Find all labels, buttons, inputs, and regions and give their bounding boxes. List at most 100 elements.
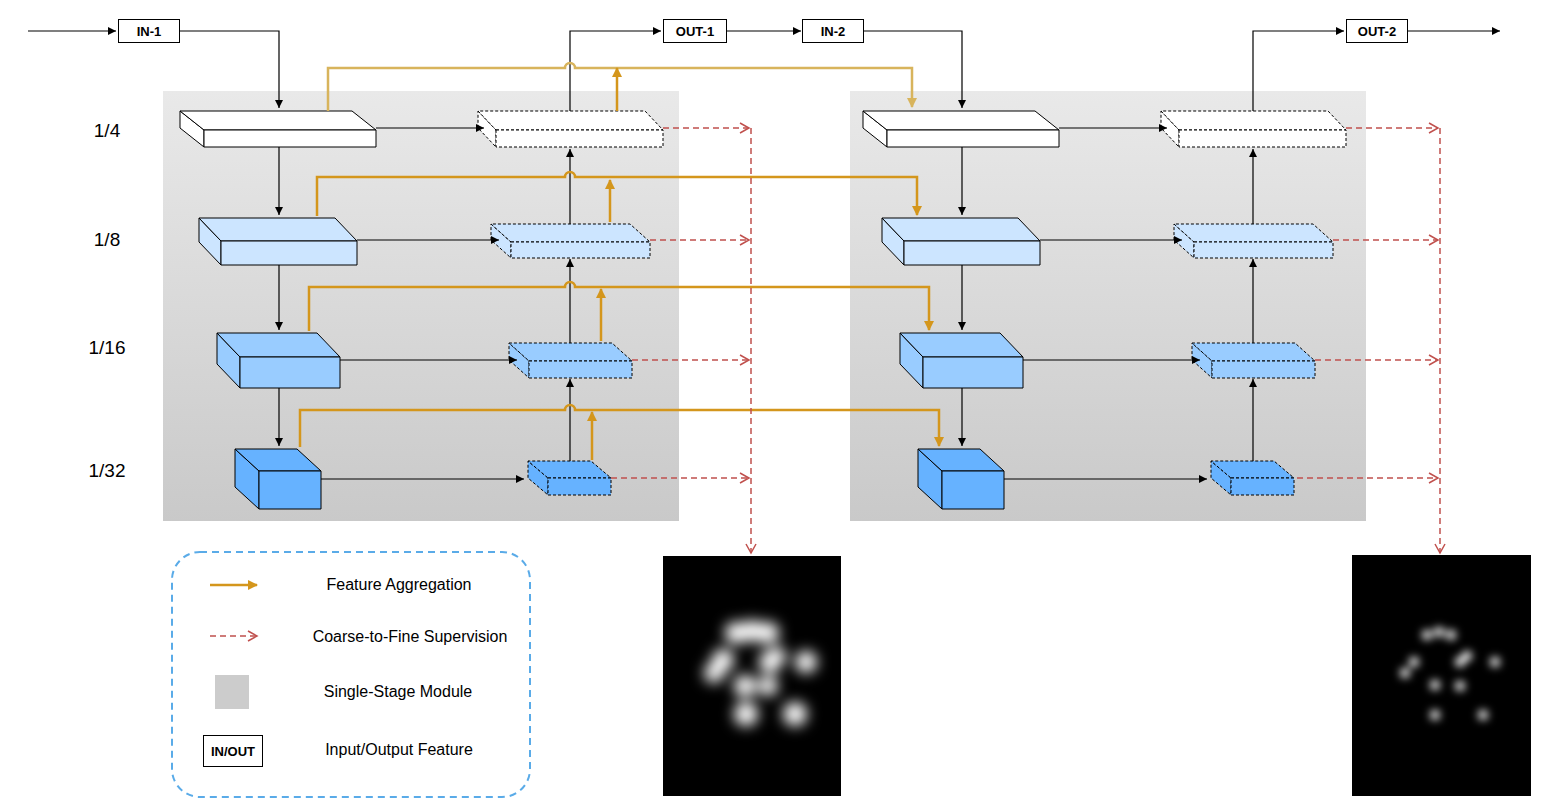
drawing-part xyxy=(321,478,524,479)
feature-block xyxy=(863,111,1059,130)
drawing-part xyxy=(750,128,752,553)
drawing-part xyxy=(570,31,661,111)
drawing-part xyxy=(210,635,257,637)
drawing-part xyxy=(300,63,939,460)
legend-swatch xyxy=(215,675,249,709)
feature-box: IN-2 xyxy=(802,19,864,43)
box-label: IN-1 xyxy=(137,24,162,39)
drawing-part xyxy=(1059,127,1167,128)
drawing-part xyxy=(376,127,484,128)
drawing-part xyxy=(609,180,612,222)
drawing-part xyxy=(611,477,749,479)
feature-block xyxy=(235,449,321,471)
drawing-part xyxy=(1352,555,1531,796)
drawing-part xyxy=(795,651,817,673)
drawing-part xyxy=(1252,379,1253,461)
drawing-part xyxy=(1253,31,1344,111)
feature-block xyxy=(900,333,1023,357)
drawing-part xyxy=(961,388,962,446)
box-label: OUT-1 xyxy=(676,24,714,39)
feature-block xyxy=(882,218,1040,241)
drawing-part xyxy=(1409,657,1419,667)
drawing-part xyxy=(1455,681,1465,691)
drawing-part xyxy=(1315,359,1438,361)
drawing-part xyxy=(600,289,603,341)
box-label: IN-2 xyxy=(821,24,846,39)
feature-box: IN-1 xyxy=(118,19,180,43)
legend-text: Coarse-to-Fine Supervision xyxy=(313,628,508,646)
drawing-part xyxy=(1023,359,1200,360)
feature-block xyxy=(529,361,632,378)
feature-block xyxy=(1174,224,1333,242)
feature-block xyxy=(1192,343,1315,361)
drawing-part xyxy=(172,552,530,797)
feature-block xyxy=(204,130,376,147)
feature-block xyxy=(478,111,663,130)
drawing-part xyxy=(340,359,517,360)
drawing-part xyxy=(704,620,817,726)
drawing-part xyxy=(28,30,116,31)
drawing-part xyxy=(650,239,749,241)
drawing-part xyxy=(1422,630,1432,640)
drawing-part xyxy=(734,702,758,726)
feature-block xyxy=(221,241,357,265)
drawing-part xyxy=(1333,239,1438,241)
drawing-part xyxy=(734,675,756,697)
drawing-part xyxy=(1252,259,1253,343)
feature-block xyxy=(1231,478,1294,495)
drawing-part xyxy=(1490,657,1500,667)
scale-label: 1/8 xyxy=(94,229,120,251)
drawing-part xyxy=(1439,128,1441,553)
drawing-part xyxy=(1430,710,1440,720)
feature-block xyxy=(528,461,611,478)
feature-block xyxy=(491,224,650,242)
feature-block xyxy=(511,242,650,258)
feature-block xyxy=(496,130,663,147)
drawing-part xyxy=(1252,149,1253,224)
box-label: IN/OUT xyxy=(211,744,255,759)
drawing-part xyxy=(180,31,279,108)
feature-block xyxy=(548,478,611,495)
drawing-part xyxy=(632,359,749,361)
drawing-part xyxy=(1400,627,1500,720)
box-label: OUT-2 xyxy=(1358,24,1396,39)
drawing-part xyxy=(278,388,279,446)
legend-text: Single-Stage Module xyxy=(324,683,473,701)
flow-arrow xyxy=(727,30,801,31)
feature-block xyxy=(217,333,340,357)
drawing-part xyxy=(278,265,279,330)
drawing-part xyxy=(300,405,939,447)
feature-box: OUT-1 xyxy=(663,19,727,43)
drawing-part xyxy=(1346,127,1438,129)
feature-block xyxy=(240,357,340,388)
drawing-part xyxy=(611,128,1440,553)
feature-block xyxy=(199,218,357,241)
drawing-part xyxy=(1040,239,1182,240)
drawing-part xyxy=(783,702,807,726)
feature-block xyxy=(923,357,1023,388)
drawing-part xyxy=(180,111,1346,509)
legend-text: Feature Aggregation xyxy=(327,576,472,594)
drawing-part xyxy=(357,239,499,240)
feature-block xyxy=(180,111,376,130)
feature-box: OUT-2 xyxy=(1346,19,1408,43)
drawing-part xyxy=(591,412,594,460)
drawing-part xyxy=(663,556,841,796)
drawing-part xyxy=(210,584,257,587)
feature-block xyxy=(1211,461,1294,478)
drawing-part xyxy=(163,91,679,521)
feature-block xyxy=(942,471,1004,509)
drawing-part xyxy=(569,149,570,224)
feature-block xyxy=(1179,130,1346,147)
drawing-part xyxy=(850,91,1366,521)
drawing-part xyxy=(961,147,962,215)
drawing-part xyxy=(1400,668,1410,678)
feature-block xyxy=(1161,111,1346,130)
drawing-part xyxy=(1462,651,1472,661)
feature-block xyxy=(904,241,1040,265)
drawing-part xyxy=(1434,627,1444,637)
drawing-part xyxy=(1408,30,1500,31)
scale-label: 1/16 xyxy=(89,337,126,359)
drawing-part xyxy=(278,147,279,215)
